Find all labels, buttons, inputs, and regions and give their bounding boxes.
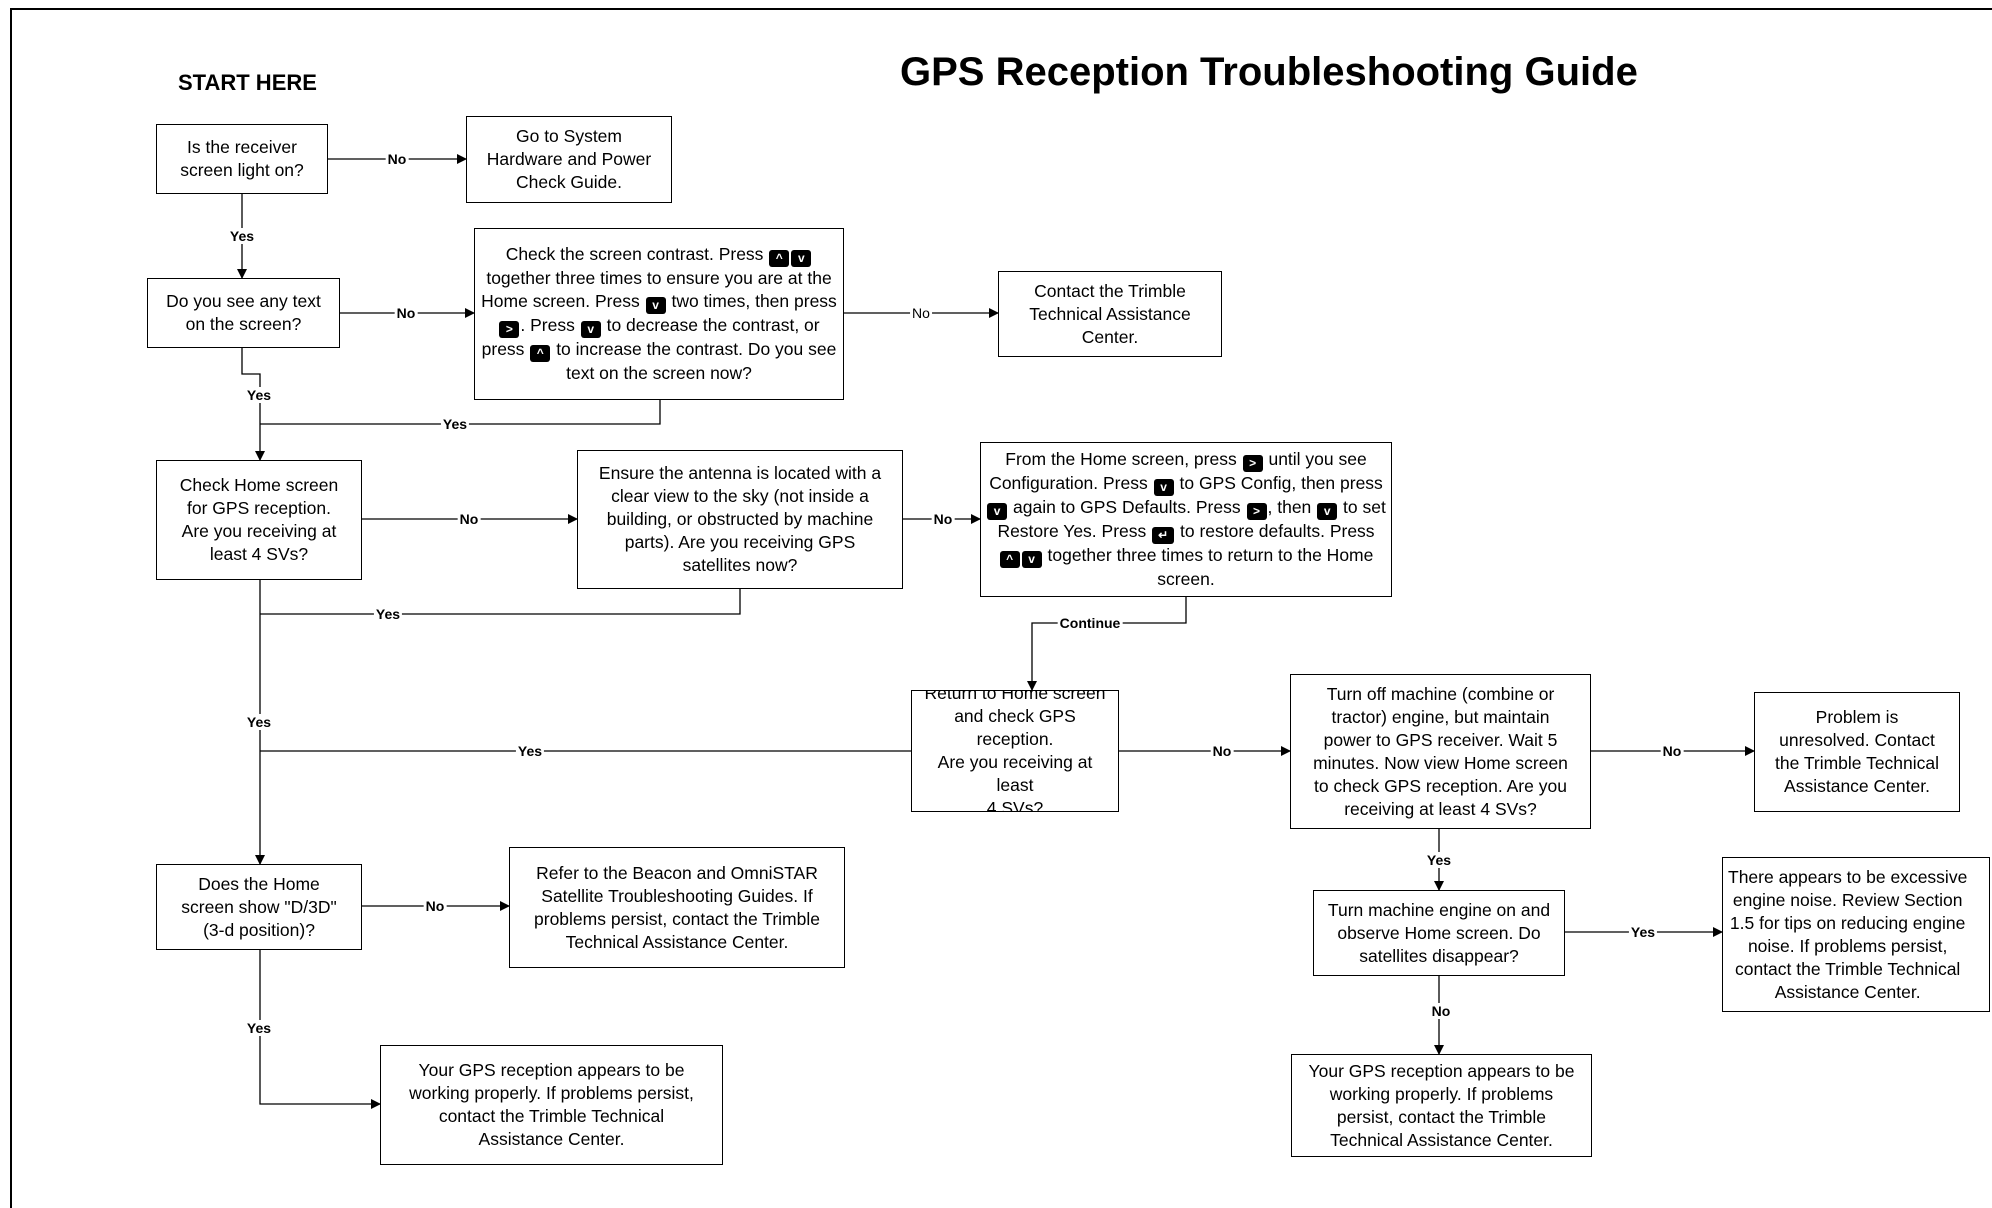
node-turn-off-engine: Turn off machine (combine or tractor) en… (1290, 674, 1591, 829)
text-part: together three times to return to the Ho… (1047, 545, 1374, 589)
edge-label-no: No (394, 305, 418, 321)
node-engine-noise: There appears to be excessive engine noi… (1722, 857, 1990, 1012)
node-text: Return to Home screen and check GPS rece… (924, 690, 1106, 812)
up-key-icon: ^ (530, 345, 551, 362)
down-key-icon: v (580, 321, 601, 338)
edge-label-yes: Yes (244, 387, 274, 403)
edge-label-continue: Continue (1057, 615, 1123, 631)
edge-label-no: No (385, 151, 409, 167)
node-contact-trimble-1: Contact the Trimble Technical Assistance… (998, 271, 1222, 357)
right-key-icon: > (499, 321, 520, 338)
node-text: Go to System Hardware and Power Check Gu… (486, 126, 652, 192)
node-see-text: Do you see any text on the screen? (147, 278, 340, 348)
node-d3d-position: Does the Home screen show "D/3D" (3-d po… (156, 864, 362, 950)
right-key-icon: > (1246, 503, 1267, 520)
edge-label-yes: Yes (440, 416, 470, 432)
text-part: together three times to ensure you are a… (481, 268, 832, 311)
up-key-icon: ^ (769, 250, 790, 267)
down-key-icon: v (1153, 479, 1174, 496)
start-label: START HERE (178, 70, 317, 95)
up-key-icon: ^ (999, 551, 1020, 568)
edge-label-yes: Yes (1424, 852, 1454, 868)
edge-label-yes: Yes (373, 606, 403, 622)
down-key-icon: v (645, 297, 666, 314)
text-part: two times, then press (671, 291, 837, 311)
edge-label-no: No (1210, 743, 1234, 759)
down-key-icon: v (1021, 551, 1042, 568)
edge-label-no: No (1660, 743, 1684, 759)
text-part: . Press (520, 315, 575, 335)
node-engine-on-observe: Turn machine engine on and observe Home … (1313, 890, 1565, 976)
node-text: Your GPS reception appears to be working… (409, 1060, 694, 1149)
node-screen-contrast: Check the screen contrast. Press ^v toge… (474, 228, 844, 400)
edge-label-no: No (423, 898, 447, 914)
node-text: Turn machine engine on and observe Home … (1327, 899, 1551, 966)
enter-key-icon: ↵ (1152, 527, 1175, 544)
node-text: Check Home screen for GPS reception. Are… (179, 475, 339, 564)
node-problem-unresolved: Problem is unresolved. Contact the Trimb… (1754, 692, 1960, 812)
edge-label-yes: Yes (244, 1020, 274, 1036)
edge-b8-b9 (1027, 597, 1187, 691)
edge-b4-yes (260, 400, 661, 425)
down-key-icon: v (791, 250, 812, 267)
edge-label-yes: Yes (1628, 924, 1658, 940)
text-part: to decrease the contrast, or press (481, 315, 820, 359)
node-working-properly-1: Your GPS reception appears to be working… (380, 1045, 723, 1165)
node-text: Check the screen contrast. Press ^v toge… (480, 243, 838, 385)
edge-b3-b6 (241, 348, 265, 461)
text-part: , then (1267, 497, 1312, 517)
edge-label-yes: Yes (227, 228, 257, 244)
node-text: Problem is unresolved. Contact the Trimb… (1774, 707, 1940, 796)
node-return-home-screen: Return to Home screen and check GPS rece… (911, 690, 1119, 812)
node-text: Ensure the antenna is located with a cle… (598, 463, 882, 575)
node-text: Contact the Trimble Technical Assistance… (1029, 280, 1191, 347)
down-key-icon: v (987, 503, 1008, 520)
text-part: to increase the contrast. Do you see tex… (556, 339, 837, 383)
text-part: again to GPS Defaults. Press (1013, 497, 1241, 517)
node-text: Refer to the Beacon and OmniSTAR Satelli… (534, 862, 820, 952)
node-text: Does the Home screen show "D/3D" (3-d po… (181, 873, 337, 940)
node-ensure-antenna: Ensure the antenna is located with a cle… (577, 450, 903, 589)
node-text: From the Home screen, press > until you … (986, 448, 1386, 591)
edge-b7-yes (260, 589, 741, 615)
text-part: to set Restore Yes. Press (997, 497, 1386, 541)
diagram-frame (10, 8, 1992, 1208)
node-text: There appears to be excessive engine noi… (1728, 866, 1968, 1002)
node-restore-defaults: From the Home screen, press > until you … (980, 442, 1392, 597)
edge-label-no: No (931, 511, 955, 527)
node-working-properly-2: Your GPS reception appears to be working… (1291, 1054, 1592, 1157)
node-check-home-screen: Check Home screen for GPS reception. Are… (156, 460, 362, 580)
edge-label-no: No (910, 305, 932, 321)
node-system-hardware-guide: Go to System Hardware and Power Check Gu… (466, 116, 672, 203)
edge-label-yes: Yes (244, 714, 274, 730)
text-part: to GPS Config, then press (1179, 473, 1383, 493)
node-text: Your GPS reception appears to be working… (1308, 1060, 1575, 1150)
edge-b12-b16 (259, 950, 381, 1109)
edge-label-no: No (457, 511, 481, 527)
node-text: Turn off machine (combine or tractor) en… (1313, 683, 1568, 819)
down-key-icon: v (1317, 503, 1338, 520)
text-part: Check the screen contrast. Press (505, 244, 764, 264)
edge-label-no: No (1429, 1003, 1453, 1019)
text-part: From the Home screen, press (1005, 449, 1237, 469)
text-part: to restore defaults. Press (1180, 521, 1375, 541)
node-text: Do you see any text on the screen? (166, 291, 321, 334)
text-part: until you see Configuration. Press (989, 449, 1367, 493)
node-receiver-light: Is the receiver screen light on? (156, 124, 328, 194)
node-beacon-omnistar: Refer to the Beacon and OmniSTAR Satelli… (509, 847, 845, 968)
page-title: GPS Reception Troubleshooting Guide (900, 50, 1638, 94)
right-key-icon: > (1242, 455, 1263, 472)
node-text: Is the receiver screen light on? (180, 137, 304, 180)
edge-label-yes: Yes (515, 743, 545, 759)
